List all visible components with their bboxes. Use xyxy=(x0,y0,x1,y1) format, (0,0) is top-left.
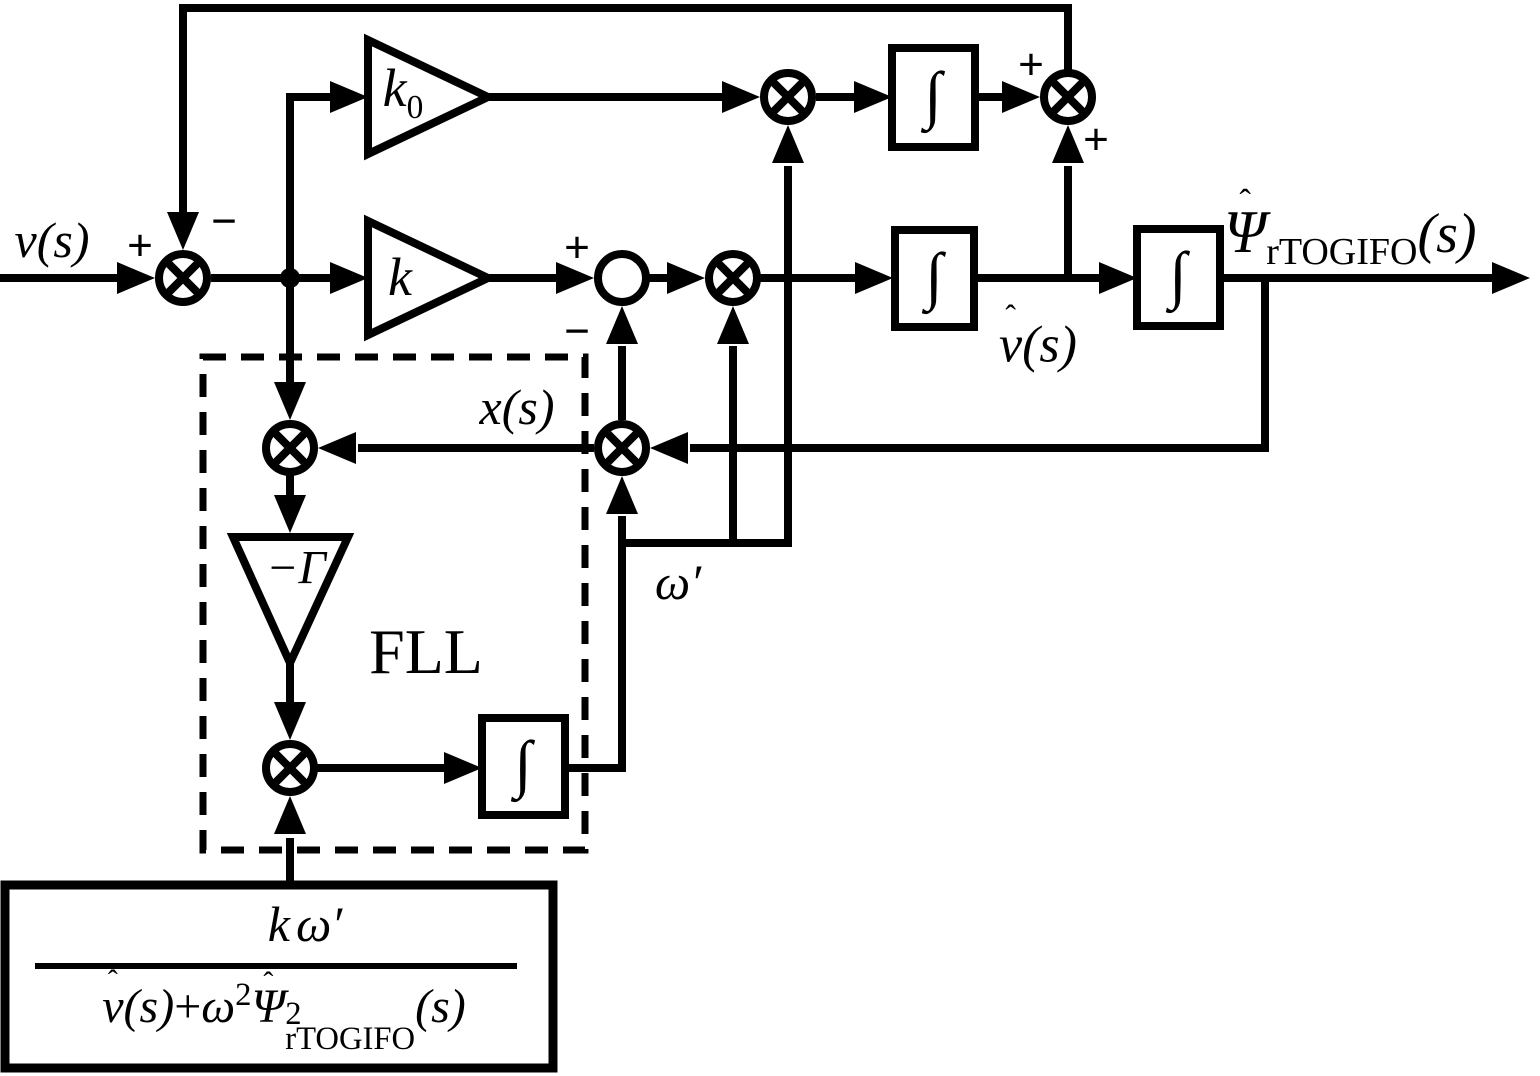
tr-summer-plus-left-sign: + xyxy=(1017,38,1045,90)
arrow-into-top-int xyxy=(854,81,892,113)
omega-dist-wire xyxy=(622,166,792,547)
arrow-omega-top-up xyxy=(772,125,804,163)
sum2-minus-sign: − xyxy=(563,305,591,357)
arrow-into-mid-int xyxy=(855,262,893,294)
fraction-den-psi-sub: rTOGIFO xyxy=(285,1020,416,1057)
psi-hat-icon: ˆ xyxy=(1239,182,1251,222)
vhat-hat-icon: ˆ xyxy=(1005,298,1016,335)
gain-k0-base: k xyxy=(382,58,407,119)
arrow-fraction-up xyxy=(274,796,306,834)
gain-k0-sub: 0 xyxy=(406,88,424,126)
arrow-into-top-mult xyxy=(722,81,760,113)
input-signal-label: v(s) xyxy=(14,212,90,268)
arrow-into-fll-mult xyxy=(274,382,306,420)
top-right-summer-x-icon xyxy=(1048,77,1088,117)
omega-wire xyxy=(565,516,626,772)
arrow-into-k xyxy=(330,262,368,294)
arrow-omega-mid-up xyxy=(717,306,749,344)
arrow-feedback-down xyxy=(167,212,199,250)
fraction-den-v-tail: (s) xyxy=(123,979,175,1033)
arrow-into-tr-summer xyxy=(1002,81,1040,113)
xs-multiplier-x-icon xyxy=(602,428,642,468)
arrow-into-k0 xyxy=(330,81,368,113)
psi-tail: (s) xyxy=(1417,203,1477,265)
psi-base: Ψ xyxy=(1224,199,1267,265)
arrow-into-mid-mult xyxy=(667,262,705,294)
psi-sub: rTOGIFO xyxy=(1266,231,1418,274)
fraction-den-psi-sup: 2 xyxy=(285,996,302,1033)
fll-dashed-boundary xyxy=(199,353,589,854)
arrow-xs-up-into-sum2 xyxy=(606,306,638,344)
fll-bottom-multiplier-x-icon xyxy=(270,748,310,788)
fraction-den-omega-sup: 2 xyxy=(235,976,252,1013)
gain-k0-block xyxy=(364,33,498,161)
arrow-into-2nd-int xyxy=(1099,262,1137,294)
integrator-fll-symbol: ∫ xyxy=(514,728,532,799)
arrow-into-bottom-mult xyxy=(274,702,306,740)
arrow-omega-into-xs-mult xyxy=(606,476,638,514)
arrow-psi-into-xs-mult xyxy=(650,432,688,464)
omega-prime-label: ω′ xyxy=(654,554,702,610)
gain-gamma-block xyxy=(226,533,355,673)
vhat-tail: (s) xyxy=(1022,316,1077,374)
fraction-den-psi-tail: (s) xyxy=(415,979,466,1033)
tr-summer-plus-bottom-sign: + xyxy=(1082,113,1110,165)
integrator-mid-block xyxy=(891,226,978,331)
arrow-into-fll-int xyxy=(444,752,482,784)
fraction-den-omega: ω xyxy=(201,979,236,1033)
gain-k-label: k xyxy=(388,247,412,307)
fll-multiplier-x-icon xyxy=(270,428,310,468)
psi-feedback-wire xyxy=(690,278,1269,452)
top-multiplier-x-icon xyxy=(768,77,808,117)
fraction-den-v: v xyxy=(102,979,124,1033)
fraction-psi-hat-icon: ˆ xyxy=(263,965,274,999)
fraction-vhat-hat-icon: ˆ xyxy=(107,963,118,997)
arrow-xs-into-fll-mult xyxy=(318,432,356,464)
fraction-num-k: k xyxy=(267,896,290,952)
input-minus-sign: − xyxy=(210,195,238,247)
integrator-top-symbol: ∫ xyxy=(924,59,942,130)
k0-branch-wire xyxy=(286,93,332,278)
fraction-gain-block xyxy=(0,880,558,1073)
sum2-node xyxy=(594,250,650,306)
fraction-num-omega: ω′ xyxy=(295,896,343,952)
arrow-vhat-up xyxy=(1052,125,1084,163)
gain-k-block xyxy=(364,214,498,342)
fraction-den-psi: Ψ xyxy=(251,979,286,1033)
integrator-fll-block xyxy=(478,714,569,819)
arrow-into-input-summer xyxy=(117,262,155,294)
input-plus-sign: + xyxy=(126,219,154,271)
arrow-into-sum2 xyxy=(556,262,594,294)
vhat-base: v xyxy=(999,316,1023,374)
integrator-out-symbol: ∫ xyxy=(1169,239,1187,310)
fraction-den-plus: + xyxy=(174,979,202,1033)
arrow-output xyxy=(1492,262,1530,294)
integrator-out-block xyxy=(1133,225,1224,330)
input-summer-x-icon xyxy=(163,258,203,298)
branch-junction-dot xyxy=(280,268,300,288)
arrow-into-gamma xyxy=(274,495,306,533)
mid-multiplier-x-icon xyxy=(713,258,753,298)
sum2-plus-sign: + xyxy=(563,221,591,273)
top-feedback-wire xyxy=(179,4,1072,216)
x-signal-label: x(s) xyxy=(479,379,555,435)
gain-k0-label: k0 xyxy=(383,57,424,127)
integrator-top-block xyxy=(888,44,979,151)
fll-label: FLL xyxy=(369,616,483,687)
gain-gamma-label: −Γ xyxy=(266,541,326,595)
integrator-mid-symbol: ∫ xyxy=(925,240,943,311)
